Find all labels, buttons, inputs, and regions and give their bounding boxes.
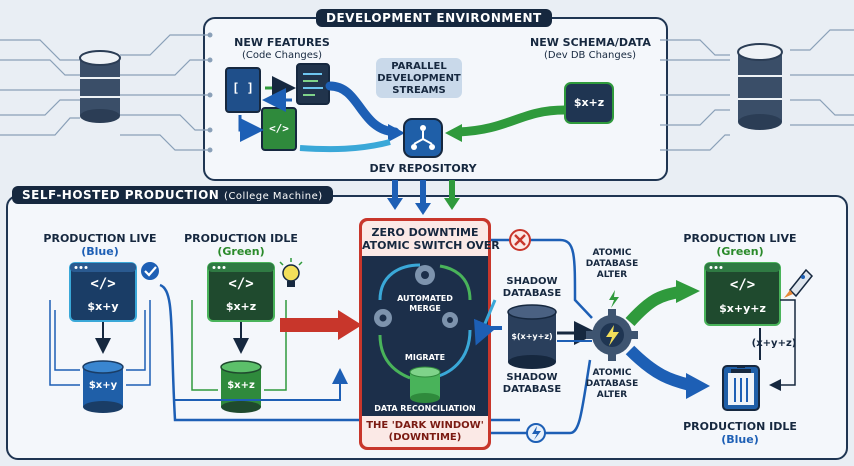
prod-idle-green-color: (Green) — [217, 245, 265, 258]
trash-icon — [722, 365, 760, 411]
bracket-file-icon — [225, 67, 261, 113]
migrate-db-icon — [409, 366, 441, 403]
dark-window-line-1: THE 'DARK WINDOW' — [366, 420, 484, 431]
atomic-top-line-2: DATABASE — [585, 259, 639, 269]
shadow-db-formula: $(x+y+z) — [511, 332, 553, 341]
zero-downtime-title: ZERO DOWNTIME ATOMIC SWITCH OVER — [362, 226, 500, 252]
switch-to-green-arrow — [625, 286, 681, 327]
gear-icon-mid — [442, 312, 458, 328]
prod-idle-green-title: PRODUCTION IDLE — [184, 232, 298, 245]
lightning-small-icon — [609, 290, 619, 308]
prod-idle-green-app — [207, 262, 275, 322]
prod-idle-green-code: </> — [228, 276, 254, 292]
automated-merge-label: AUTOMATED MERGE — [390, 294, 460, 314]
shadow-db-top-label: SHADOW DATABASE — [500, 276, 564, 300]
production-title-main: SELF-HOSTED PRODUCTION — [22, 188, 220, 202]
new-features-title: NEW FEATURES — [234, 36, 330, 49]
downtime-line: (DOWNTIME) — [388, 432, 462, 443]
new-features-label: NEW FEATURES (Code Changes) — [222, 36, 342, 62]
atomic-top-line-3: ALTER — [596, 270, 628, 280]
dark-window-label: THE 'DARK WINDOW' (DOWNTIME) — [362, 420, 488, 444]
check-icon — [141, 262, 159, 280]
prod-live-blue-db — [82, 360, 124, 413]
prod-idle-blue-color: (Blue) — [721, 433, 759, 446]
prod-live-blue-code: </> — [90, 276, 116, 292]
zero-downtime-line-1: ZERO DOWNTIME — [371, 226, 479, 239]
production-title-sub: (College Machine) — [224, 191, 323, 202]
switch-to-blue-arrow — [625, 345, 692, 391]
lightning-bolt-icon — [526, 423, 546, 443]
atomic-top-label: ATOMIC DATABASE ALTER — [580, 248, 644, 281]
right-server-icon — [737, 43, 783, 130]
shadow-top-line-1: SHADOW — [506, 276, 558, 287]
schema-card — [564, 82, 614, 124]
shadow-database-icon — [507, 304, 557, 369]
prod-live-blue-formula: $x+y — [87, 300, 119, 313]
prod-live-blue-label: PRODUCTION LIVE (Blue) — [40, 232, 160, 258]
prod-live-blue-title: PRODUCTION LIVE — [43, 232, 157, 245]
repo-down-arrows — [387, 180, 460, 215]
prod-idle-green-db-label: $x+z — [227, 380, 255, 391]
production-title: SELF-HOSTED PRODUCTION (College Machine) — [12, 186, 333, 204]
right-circuit-lines — [660, 29, 854, 151]
prod-live-green-label: PRODUCTION LIVE (Green) — [680, 232, 800, 258]
dev-repository-label: DEV REPOSITORY — [369, 162, 477, 175]
lightbulb-icon — [279, 258, 303, 287]
atomic-switch-gear-icon — [586, 309, 638, 361]
prod-live-green-formula: $x+y+z — [719, 302, 766, 315]
schema-formula: $x+z — [573, 96, 605, 109]
cancel-x-icon — [509, 229, 531, 251]
left-circuit-lines — [0, 34, 210, 151]
new-schema-label: NEW SCHEMA/DATA (Dev DB Changes) — [530, 36, 651, 62]
rocket-icon — [784, 268, 814, 298]
shadow-top-line-2: DATABASE — [502, 288, 562, 299]
prod-idle-green-formula: $x+z — [225, 300, 257, 313]
prod-live-green-app — [704, 262, 781, 326]
dev-flow-arrow-right — [453, 105, 570, 137]
atomic-bottom-line-2: DATABASE — [585, 379, 639, 389]
data-reconciliation-label: DATA RECONCILIATION — [374, 404, 476, 413]
left-server-icon — [79, 50, 121, 123]
prod-live-green-title: PRODUCTION LIVE — [683, 232, 797, 245]
code-file-top-icon — [296, 63, 330, 105]
atomic-bottom-label: ATOMIC DATABASE ALTER — [580, 368, 644, 401]
prod-live-blue-color: (Blue) — [81, 245, 119, 258]
streams-bubble — [376, 58, 462, 98]
gear-icon-left — [374, 309, 392, 327]
prod-live-green-color: (Green) — [716, 245, 764, 258]
streams-label: PARALLEL DEVELOPMENT STREAMS — [376, 61, 462, 97]
automated-merge-line-1: AUTOMATED — [397, 294, 453, 303]
migrate-label: MIGRATE — [404, 353, 446, 362]
prod-live-green-code: </> — [729, 277, 756, 293]
bracket-glyph: [ ] — [232, 81, 254, 95]
dev-db-changes-label: (Dev DB Changes) — [544, 50, 636, 61]
green-code-glyph: </> — [269, 122, 289, 135]
streams-line-3: STREAMS — [392, 85, 446, 96]
xyz-label: (x+y+z) — [751, 338, 797, 349]
shadow-bottom-line-1: SHADOW — [506, 372, 558, 383]
streams-line-1: PARALLEL — [391, 61, 447, 72]
dev-flow-arrow-bottom — [299, 139, 391, 153]
atomic-bottom-line-3: ALTER — [596, 390, 628, 400]
prod-idle-blue-title: PRODUCTION IDLE — [683, 420, 797, 433]
dev-flow-arrow-left — [325, 81, 400, 137]
atomic-top-line-1: ATOMIC — [592, 248, 632, 258]
prod-idle-blue-label: PRODUCTION IDLE (Blue) — [680, 420, 800, 446]
dev-repository-icon — [403, 118, 443, 158]
new-schema-title: NEW SCHEMA/DATA — [530, 36, 651, 49]
prod-idle-green-label: PRODUCTION IDLE (Green) — [181, 232, 301, 258]
code-changes-label: (Code Changes) — [241, 50, 323, 61]
prod-live-blue-app — [69, 262, 137, 322]
atomic-bottom-line-1: ATOMIC — [592, 368, 632, 378]
gear-icon-top — [415, 265, 435, 285]
shadow-bottom-line-2: DATABASE — [502, 384, 562, 395]
dev-environment-title: DEVELOPMENT ENVIRONMENT — [316, 9, 552, 27]
shadow-db-bottom-label: SHADOW DATABASE — [500, 372, 564, 396]
zero-downtime-line-2: ATOMIC SWITCH OVER — [362, 239, 500, 252]
automated-merge-line-2: MERGE — [409, 304, 441, 313]
prod-live-blue-db-label: $x+y — [88, 380, 118, 391]
streams-line-2: DEVELOPMENT — [377, 73, 461, 84]
